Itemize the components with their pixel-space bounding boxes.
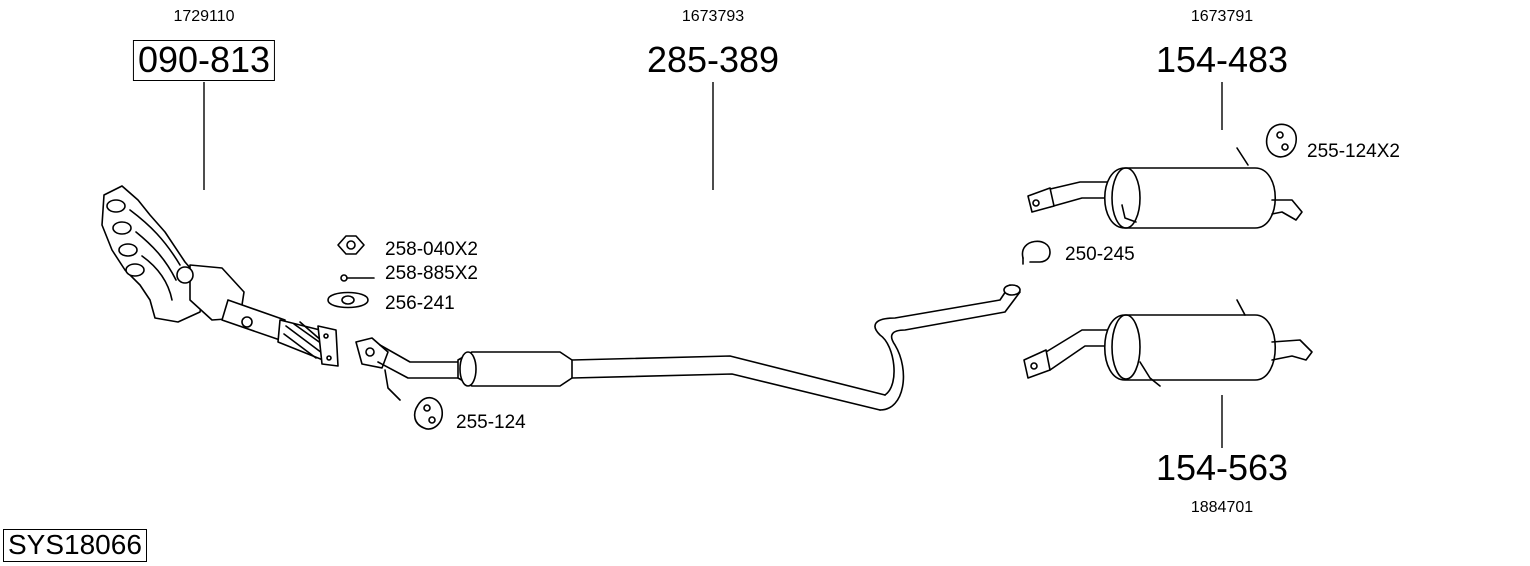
accessory-label-clamp: 250-245 xyxy=(1065,244,1135,265)
rubber-mount-icon xyxy=(1265,123,1297,158)
rear-silencer-154-563-part xyxy=(1023,299,1313,387)
part-number: 154-563 xyxy=(1155,447,1289,488)
rubber-mount-icon xyxy=(413,396,443,430)
part-number: 285-389 xyxy=(646,39,780,80)
accessory-label-mount: 255-124X2 xyxy=(1307,141,1400,162)
ref-number: 1729110 xyxy=(173,8,235,25)
accessory-label-gasket: 256-241 xyxy=(385,293,455,314)
part-number: 154-483 xyxy=(1155,39,1289,80)
gasket-icon xyxy=(327,291,369,309)
ref-number: 1673793 xyxy=(681,8,745,25)
nut-icon xyxy=(337,235,365,255)
clamp-icon xyxy=(1021,240,1051,265)
system-id: SYS18066 xyxy=(3,529,147,562)
part-number: 090-813 xyxy=(132,40,276,81)
rear-silencer-154-483-part xyxy=(1027,147,1303,229)
ref-number: 1673791 xyxy=(1190,8,1254,25)
ref-number: 1884701 xyxy=(1190,499,1254,516)
accessory-label-bolt: 258-885X2 xyxy=(385,263,478,284)
accessory-label-mount: 255-124 xyxy=(456,412,526,433)
middle-pipe-resonator-part xyxy=(355,284,1021,411)
bolt-icon xyxy=(340,274,375,282)
accessory-label-nut: 258-040X2 xyxy=(385,239,478,260)
manifold-catalyst-part xyxy=(101,185,339,367)
